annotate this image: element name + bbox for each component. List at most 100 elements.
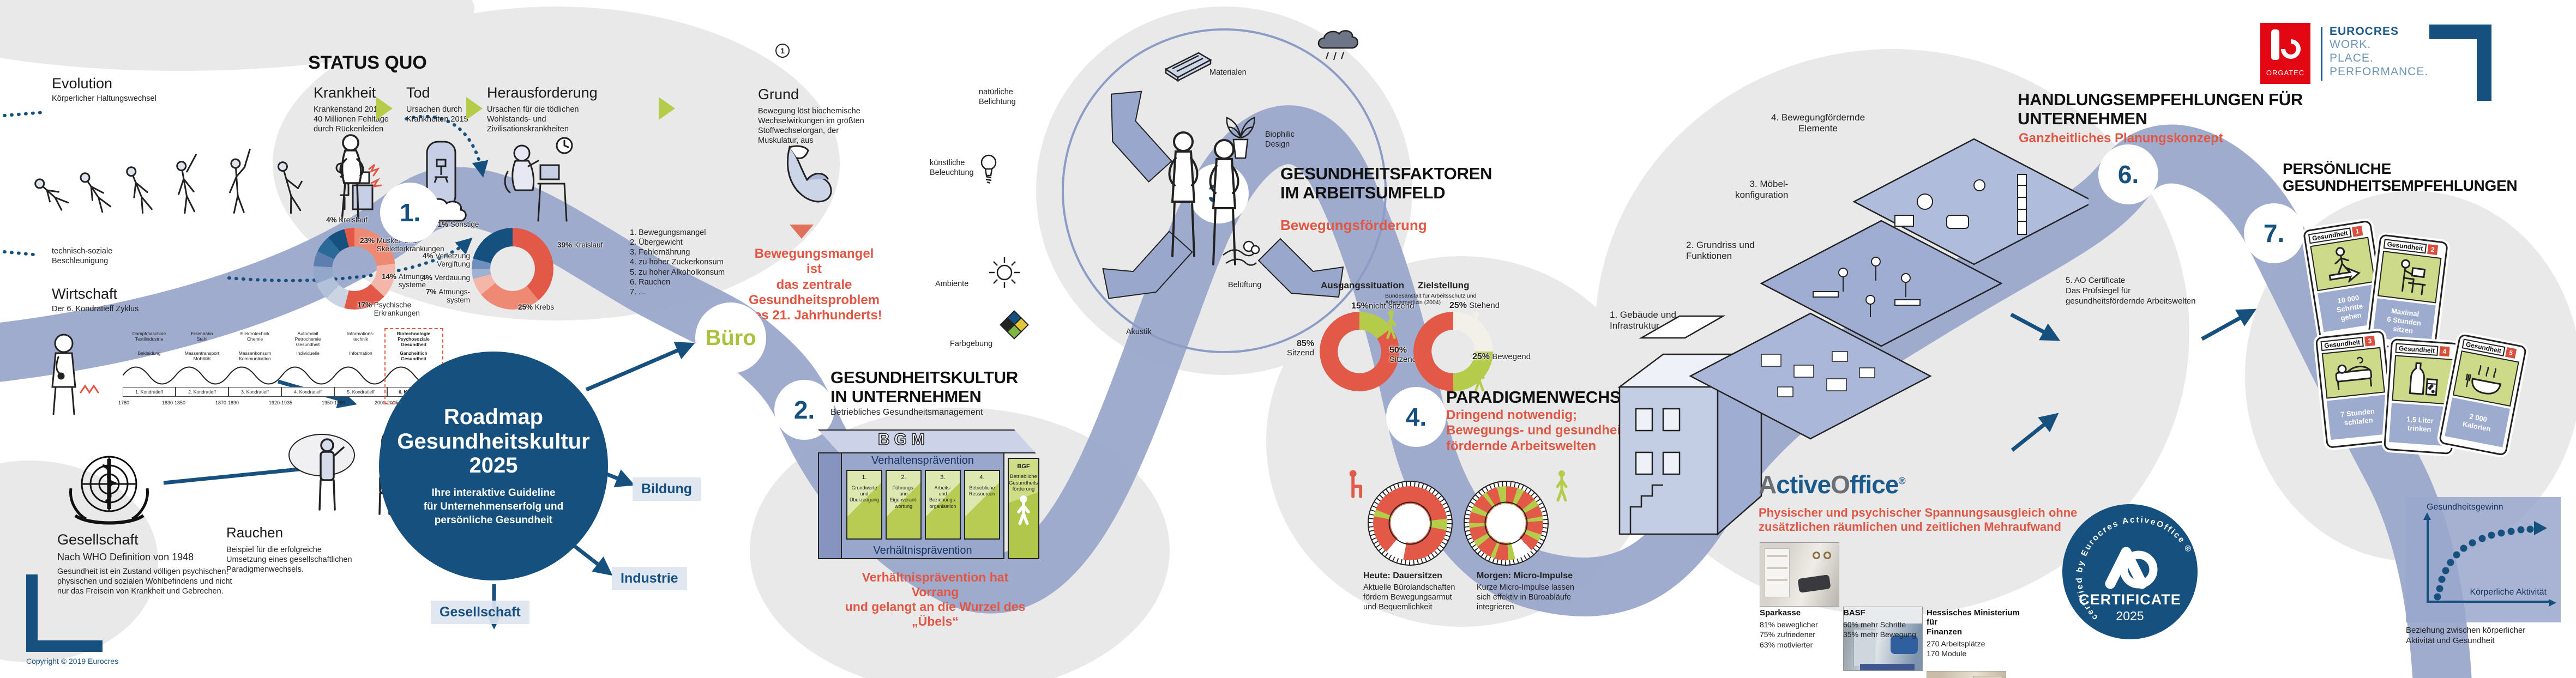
status-arrow-icon — [376, 97, 393, 120]
corner-bracket-top-right — [2429, 25, 2491, 101]
pie-label-text: Sitzend — [1389, 354, 1417, 364]
tod-donut-chart — [472, 228, 553, 310]
doctor-illustration — [51, 334, 99, 415]
kondratieff-date: 2000-2005 — [375, 400, 399, 405]
plant-icon — [1226, 117, 1255, 159]
society-subtitle: Nach WHO Definition von 1948 — [57, 552, 194, 562]
kondratieff-lower-label: Massenkonsum Kommunikation — [238, 350, 272, 361]
logo-reg: ® — [1898, 475, 1905, 487]
pie-label-text: Kreislauf — [339, 216, 368, 224]
factor-arrows — [1102, 90, 1344, 299]
status-key-message: Bewegungsmangel ist das zentrale Gesundh… — [746, 246, 882, 323]
card-label: 7 Stunden schlafen — [2326, 395, 2390, 440]
case-stats: 60% mehr Schritte 35% mehr Bewegung — [1843, 620, 1916, 639]
pie-label-text: nicht sitzend — [1369, 301, 1415, 311]
benefit-dots — [2429, 519, 2550, 601]
case-name: Hessisches Ministerium für Finanzen — [1927, 608, 2020, 637]
evolution-subtitle: Körperlicher Haltungswechsel — [52, 94, 157, 103]
target-industrie: Industrie — [612, 567, 687, 590]
factor-kuenstliche: künstliche Beleuchtung — [930, 159, 974, 178]
bgf-label: Betriebliche Gesundheits- förderung — [1009, 474, 1040, 492]
red-down-arrow-icon — [790, 225, 814, 239]
factor-akustik: Akustik — [1126, 328, 1152, 336]
section6-highlight: Ganzheitliches Planungskonzept — [2019, 131, 2223, 146]
evolution-title: Evolution — [52, 75, 113, 92]
two-people-illustration — [1168, 131, 1239, 265]
bgm-verhalten-label: Verhaltensprävention — [871, 455, 974, 467]
factor-natuerliche: natürliche Belichtung — [979, 88, 1016, 107]
card-number: 1 — [2351, 226, 2363, 237]
lightbulb-icon — [980, 154, 997, 184]
kondratieff-date: 1920-1935 — [269, 400, 293, 405]
factor-farbgebung: Farbgebung — [950, 340, 993, 348]
kondratieff-date: 1950-1980 — [322, 400, 346, 405]
pillar-number: 3. — [940, 474, 946, 481]
person-icon-green — [1474, 362, 1485, 392]
kondratieff-cycle: 1. Kondratieff — [123, 387, 176, 397]
kondratieff-lower-label: Ganzheitlich Gesundheit — [400, 350, 428, 361]
logo-divider — [2321, 27, 2322, 81]
logo-ffice: ffice — [1849, 470, 1899, 499]
person-icon-green — [1556, 470, 1568, 502]
tomorrow-body: Kurze Micro-Impulse lassen sich effektiv… — [1477, 583, 1574, 612]
pie-label-text: Atmungs- system — [438, 288, 470, 305]
bgm-pillar: 3. Arbeits- und Beziehungs- organisation — [925, 470, 961, 540]
activeoffice-logo: ActiveOffice® — [1759, 470, 1906, 499]
chartB-title: Zielstellung — [1418, 280, 1470, 290]
status-arrow-icon — [466, 97, 483, 120]
x-axis-arrow — [2549, 599, 2556, 607]
roadmap-title: Roadmap Gesundheitskultur 2025 — [397, 404, 590, 478]
planning-stack-illustration — [1617, 138, 2089, 536]
ao-monogram — [2105, 547, 2158, 589]
certificate-title: CERTIFICATE — [2079, 591, 2181, 608]
pie-label-text: Verletzung Vergiftung — [435, 252, 470, 269]
bgm-roof — [818, 429, 1036, 453]
pie-label-pct: 4% — [422, 252, 434, 260]
bgf-door: BGF Betriebliche Gesundheits- förderung — [1008, 458, 1040, 559]
kondratieff-upper-label: Elektrotechnik Chemie — [240, 331, 270, 342]
bgm-pillar: 2. Führungs- und Eigenverant- wortung — [886, 470, 922, 540]
orgatec-logo: ORGATEC — [2260, 23, 2310, 84]
pillar-label: Betriebliche Ressourcen — [968, 485, 996, 497]
logo-a: A — [1759, 470, 1777, 499]
card-number: 4 — [2439, 346, 2450, 357]
pie-label-pct: 39% — [557, 241, 573, 249]
col-grund-body: Bewegung löst biochemische Wechselwirkun… — [758, 107, 864, 146]
morgen-clock-chart — [1464, 481, 1549, 566]
bgm-front: Verhaltensprävention 1. Grundwerte und Ü… — [841, 452, 1004, 559]
eurocres-tagline: WORK. PLACE. PERFORMANCE. — [2330, 38, 2429, 78]
pie-label-text: Kreislauf — [574, 241, 603, 249]
y-axis-arrow — [2423, 512, 2431, 520]
pie-label-pct: 17% — [357, 301, 372, 309]
causes-list: 1. Bewegungsmangel 2. Übergewicht 3. Feh… — [630, 228, 725, 296]
case-photo-basf — [1843, 607, 1923, 671]
tomorrow-title: Morgen: Micro-Impulse — [1477, 571, 1573, 580]
chartB-source: Bundesanstalt für Arbeitsschutz und Arbe… — [1385, 293, 1477, 306]
kondratieff-lower-label: Bekleidung — [137, 350, 161, 356]
kondratieff-lower-label: Information — [349, 350, 372, 356]
case-photo-sparkasse — [1760, 542, 1839, 607]
pie-label-pct: 14% — [382, 273, 397, 281]
section7-title: PERSÖNLICHE GESUNDHEITSEMPFEHLUNGEN — [2283, 160, 2518, 195]
status-arrow-icon — [659, 97, 675, 120]
card-number: 5 — [2505, 347, 2517, 359]
section2-title: GESUNDHEITSKULTUR IN UNTERNEHMEN — [830, 368, 1018, 406]
pie-label-text: Sonstige — [450, 220, 479, 228]
col-herausforderung-body: Ursachen für die tödlichen Wohlstands- u… — [487, 105, 579, 134]
corner-bracket-bottom-left — [26, 574, 103, 652]
factor-biophilic: Biophilic Design — [1265, 130, 1295, 149]
krankheit-donut-chart — [314, 228, 395, 310]
kondratieff-cycle: 5. Kondratieff — [334, 387, 387, 397]
status-quo-title: STATUS QUO — [308, 52, 427, 73]
pie-label-pct: 7% — [425, 288, 437, 296]
pillar-label: Grundwerte und Überzeugung — [849, 485, 880, 503]
case-stats: 81% beweglicher 75% zufriedener 63% moti… — [1760, 620, 1818, 649]
benefit-caption: Beziehung zwischen körperlicher Aktivitä… — [2406, 626, 2526, 645]
smoking-body: Beispiel für die erfolgreiche Umsetzung … — [226, 546, 352, 574]
kondratieff-upper-label: Informations- technik — [347, 331, 375, 342]
benefit-chart-panel: Gesundheitsgewinn Körperliche Aktivität — [2406, 497, 2561, 622]
kondratieff-date: 1780 — [118, 400, 130, 405]
